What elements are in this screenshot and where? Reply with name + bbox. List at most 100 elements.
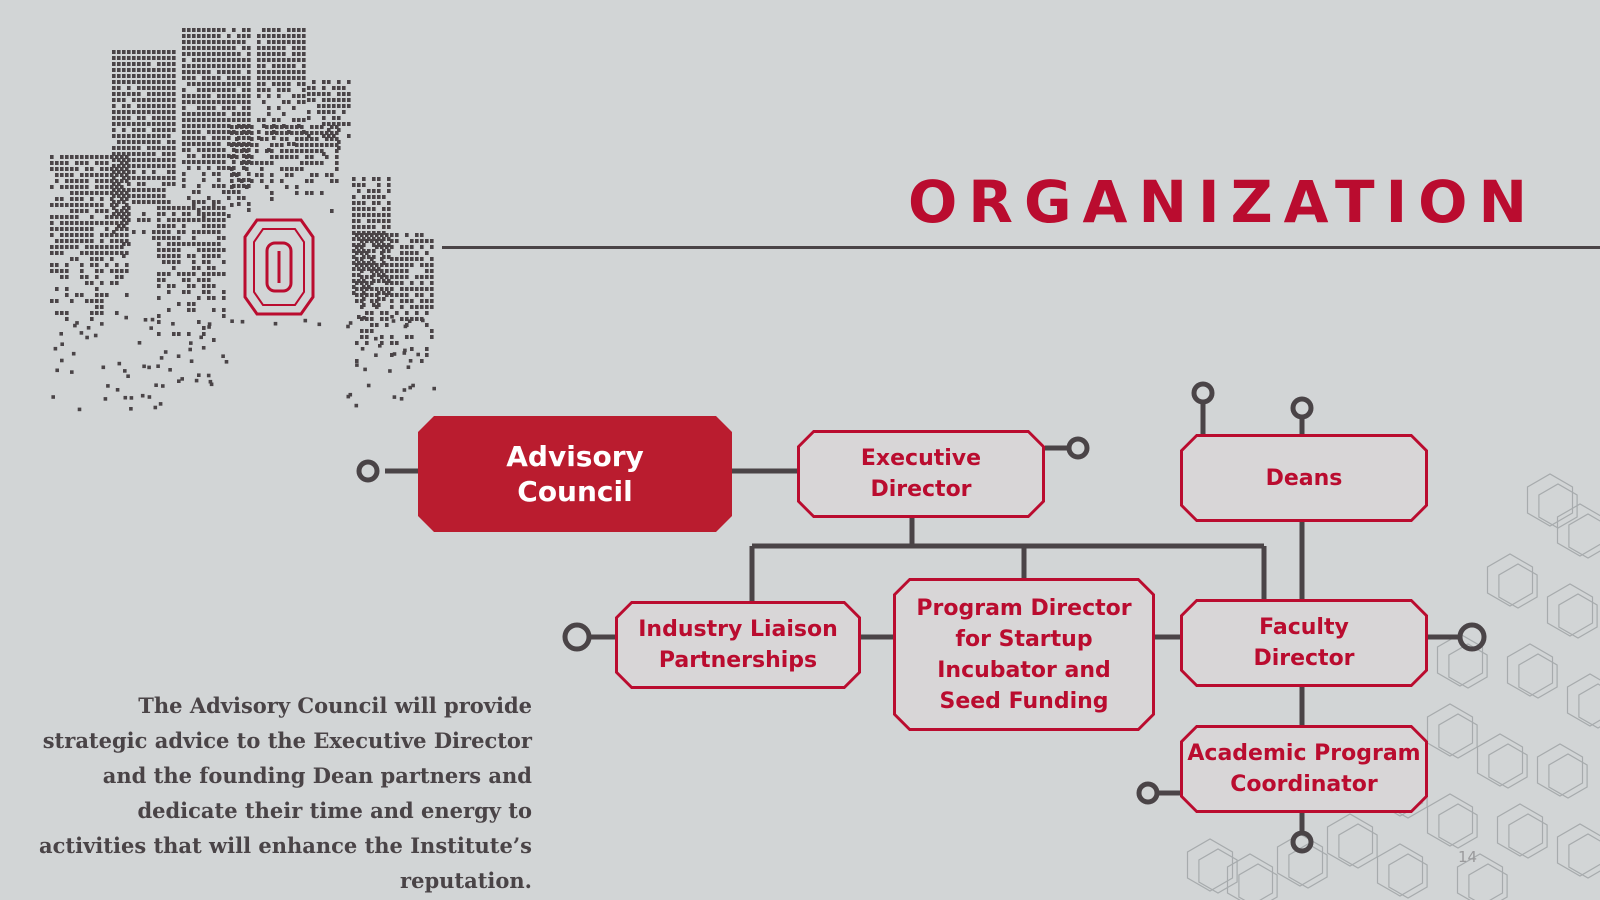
skyline-window: [360, 305, 364, 309]
skyline-window: [405, 275, 409, 279]
skyline-window: [120, 191, 124, 195]
skyline-window: [297, 76, 301, 80]
skyline-window: [120, 179, 124, 183]
skyline-window: [217, 46, 221, 50]
skyline-window: [112, 86, 116, 90]
skyline-window: [202, 112, 206, 116]
skyline-window: [322, 116, 326, 120]
skyline-window: [380, 233, 384, 237]
skyline-window: [132, 140, 136, 144]
skyline-window: [377, 303, 381, 307]
skyline-window: [320, 191, 324, 195]
skyline-window: [410, 299, 414, 303]
skyline-window: [157, 218, 161, 222]
skyline-window: [410, 263, 414, 267]
skyline-window: [212, 58, 216, 62]
skyline-window: [360, 275, 364, 279]
skyline-window: [425, 263, 429, 267]
skyline-window: [357, 315, 361, 319]
skyline-window: [75, 245, 79, 249]
skyline-window: [367, 249, 371, 253]
skyline-window: [297, 70, 301, 74]
skyline-window: [325, 137, 329, 141]
skyline-window: [167, 140, 171, 144]
skyline-window: [65, 239, 69, 243]
skyline-window: [192, 190, 196, 194]
skyline-window: [365, 251, 369, 255]
skyline-window: [237, 112, 241, 116]
skyline-window: [282, 88, 286, 92]
skyline-window: [337, 80, 341, 84]
skyline-window: [395, 239, 399, 243]
skyline-window: [290, 167, 294, 171]
skyline-window: [117, 80, 121, 84]
skyline-window: [227, 166, 231, 170]
skyline-window: [415, 251, 419, 255]
skyline-window: [222, 314, 226, 318]
skyline-particle: [70, 370, 74, 374]
skyline-particle: [177, 379, 181, 383]
skyline-window: [122, 92, 126, 96]
skyline-window: [367, 267, 371, 271]
skyline-window: [55, 287, 59, 291]
skyline-window: [242, 112, 246, 116]
skyline-window: [352, 273, 356, 277]
skyline-window: [177, 230, 181, 234]
skyline-particle: [346, 324, 350, 329]
skyline-window: [117, 158, 121, 162]
skyline-window: [375, 233, 379, 237]
skyline-window: [292, 28, 296, 32]
skyline-window: [152, 122, 156, 126]
skyline-window: [390, 233, 394, 237]
skyline-window: [90, 191, 94, 195]
skyline-window: [420, 359, 424, 363]
skyline-window: [232, 58, 236, 62]
skyline-window: [137, 116, 141, 120]
skyline-window: [157, 56, 161, 60]
skyline-window: [277, 70, 281, 74]
skyline-window: [187, 34, 191, 38]
skyline-window: [375, 245, 379, 249]
skyline-window: [242, 160, 246, 164]
skyline-window: [272, 130, 276, 134]
skyline-window: [167, 272, 171, 276]
skyline-window: [332, 134, 336, 138]
skyline-window: [207, 148, 211, 152]
skyline-window: [232, 172, 236, 176]
skyline-window: [360, 269, 364, 273]
skyline-window: [347, 122, 351, 126]
skyline-window: [312, 86, 316, 90]
skyline-window: [90, 227, 94, 231]
skyline-window: [132, 170, 136, 174]
skyline-window: [147, 134, 151, 138]
skyline-window: [152, 236, 156, 240]
skyline-window: [137, 74, 141, 78]
skyline-window: [147, 92, 151, 96]
skyline-window: [237, 94, 241, 98]
skyline-particle: [207, 322, 212, 326]
skyline-window: [362, 303, 366, 307]
skyline-window: [202, 52, 206, 56]
skyline-window: [262, 88, 266, 92]
skyline-window: [297, 28, 301, 32]
skyline-window: [280, 137, 284, 141]
skyline-window: [90, 233, 94, 237]
skyline-window: [372, 267, 376, 271]
skyline-window: [245, 149, 249, 153]
skyline-window: [277, 58, 281, 62]
skyline-window: [117, 110, 121, 114]
skyline-window: [372, 207, 376, 211]
skyline-window: [187, 242, 191, 246]
skyline-window: [117, 56, 121, 60]
skyline-window: [382, 207, 386, 211]
skyline-window: [105, 233, 109, 237]
skyline-window: [142, 158, 146, 162]
skyline-window: [207, 272, 211, 276]
skyline-window: [420, 275, 424, 279]
skyline-window: [257, 118, 261, 122]
skyline-window: [335, 143, 339, 147]
skyline-window: [325, 155, 329, 159]
skyline-window: [80, 185, 84, 189]
skyline-window: [400, 269, 404, 273]
skyline-window: [390, 257, 394, 261]
